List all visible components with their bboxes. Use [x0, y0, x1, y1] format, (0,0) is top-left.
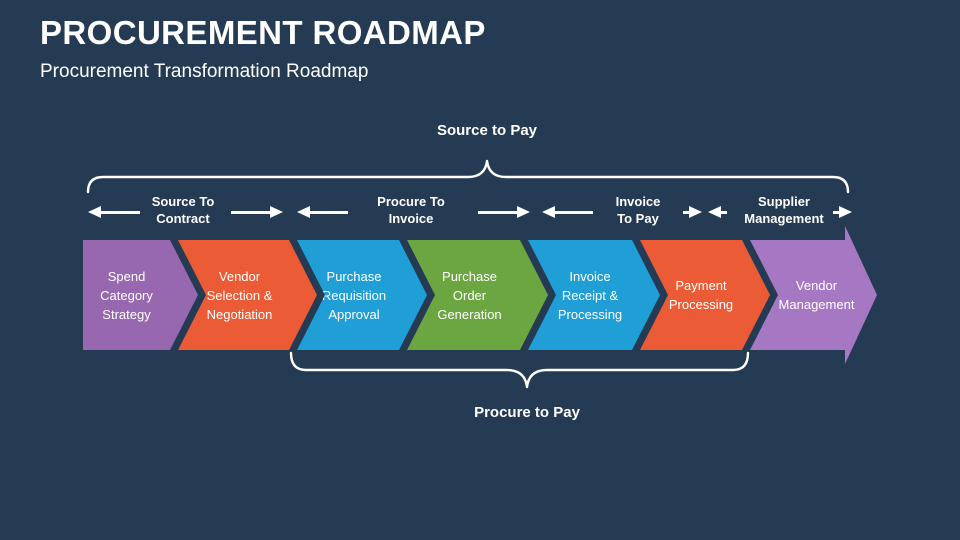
bottom-brace-icon: [289, 351, 750, 389]
section-supplier-management: Supplier Management: [709, 194, 859, 228]
section-source-to-contract: Source To Contract: [108, 194, 258, 228]
section-line: Invoice: [615, 194, 661, 209]
top-brace-icon: [86, 159, 850, 194]
stage-line: Processing: [668, 297, 734, 312]
procure-to-pay-label: Procure to Pay: [474, 404, 580, 421]
section-procure-to-invoice: Procure To Invoice: [336, 194, 486, 228]
arrow-shaft: [833, 210, 839, 214]
arrowhead-icon: [88, 206, 101, 218]
arrow-shaft: [310, 210, 348, 214]
stage-spend-category-strategy: Spend Category Strategy: [83, 240, 198, 350]
arrow-shaft: [555, 210, 593, 214]
flow-arrow-left-icon: [542, 205, 593, 219]
section-line: Supplier: [757, 194, 810, 209]
stage-line: Category: [100, 287, 153, 303]
stage-line: Payment: [675, 278, 727, 293]
stage-line: Vendor: [218, 268, 261, 284]
stage-line: Spend: [107, 268, 146, 284]
arrowhead-icon: [689, 206, 702, 218]
arrowhead-icon: [708, 206, 721, 218]
stage-line: Generation: [437, 306, 502, 322]
section-line: Invoice: [388, 210, 434, 226]
flow-arrow-right-icon: [231, 205, 283, 219]
stage-line: Vendor: [795, 278, 838, 293]
flow-arrow-right-icon: [683, 205, 702, 219]
arrowhead-icon: [270, 206, 283, 218]
flow-arrow-left-icon: [88, 205, 140, 219]
stage-line: Approval: [328, 306, 380, 322]
page-subtitle: Procurement Transformation Roadmap: [40, 61, 369, 82]
flow-arrow-left-icon: [708, 205, 727, 219]
section-line: Procure To: [377, 194, 445, 209]
arrowhead-icon: [839, 206, 852, 218]
section-line: Management: [744, 210, 824, 226]
stage-line: Selection &: [206, 287, 273, 303]
stage-line: Negotiation: [206, 306, 273, 322]
arrow-shaft: [231, 210, 270, 214]
stage-line: Management: [778, 297, 855, 312]
stage-line: Receipt &: [561, 287, 619, 303]
arrowhead-icon: [542, 206, 555, 218]
source-to-pay-label: Source to Pay: [436, 122, 538, 139]
arrow-shaft: [683, 210, 689, 214]
flow-arrow-right-icon: [478, 205, 530, 219]
arrowhead-icon: [517, 206, 530, 218]
section-line: Source To: [151, 194, 215, 209]
flow-arrow-left-icon: [297, 205, 348, 219]
section-line: To Pay: [617, 210, 659, 226]
page-title: PROCUREMENT ROADMAP: [40, 14, 486, 51]
stage-line: Purchase Order: [442, 268, 497, 303]
stage-line: Invoice: [569, 268, 611, 284]
stage-line: Processing: [557, 306, 623, 322]
arrow-shaft: [721, 210, 727, 214]
arrowhead-icon: [297, 206, 310, 218]
stage-line: Strategy: [102, 306, 151, 322]
flow-arrow-right-icon: [833, 205, 852, 219]
stage-line: Purchase: [326, 268, 382, 284]
arrow-shaft: [101, 210, 140, 214]
stage-line: Requisition: [321, 287, 387, 303]
section-line: Contract: [156, 210, 210, 226]
arrow-shaft: [478, 210, 517, 214]
section-invoice-to-pay: Invoice To Pay: [563, 194, 713, 228]
